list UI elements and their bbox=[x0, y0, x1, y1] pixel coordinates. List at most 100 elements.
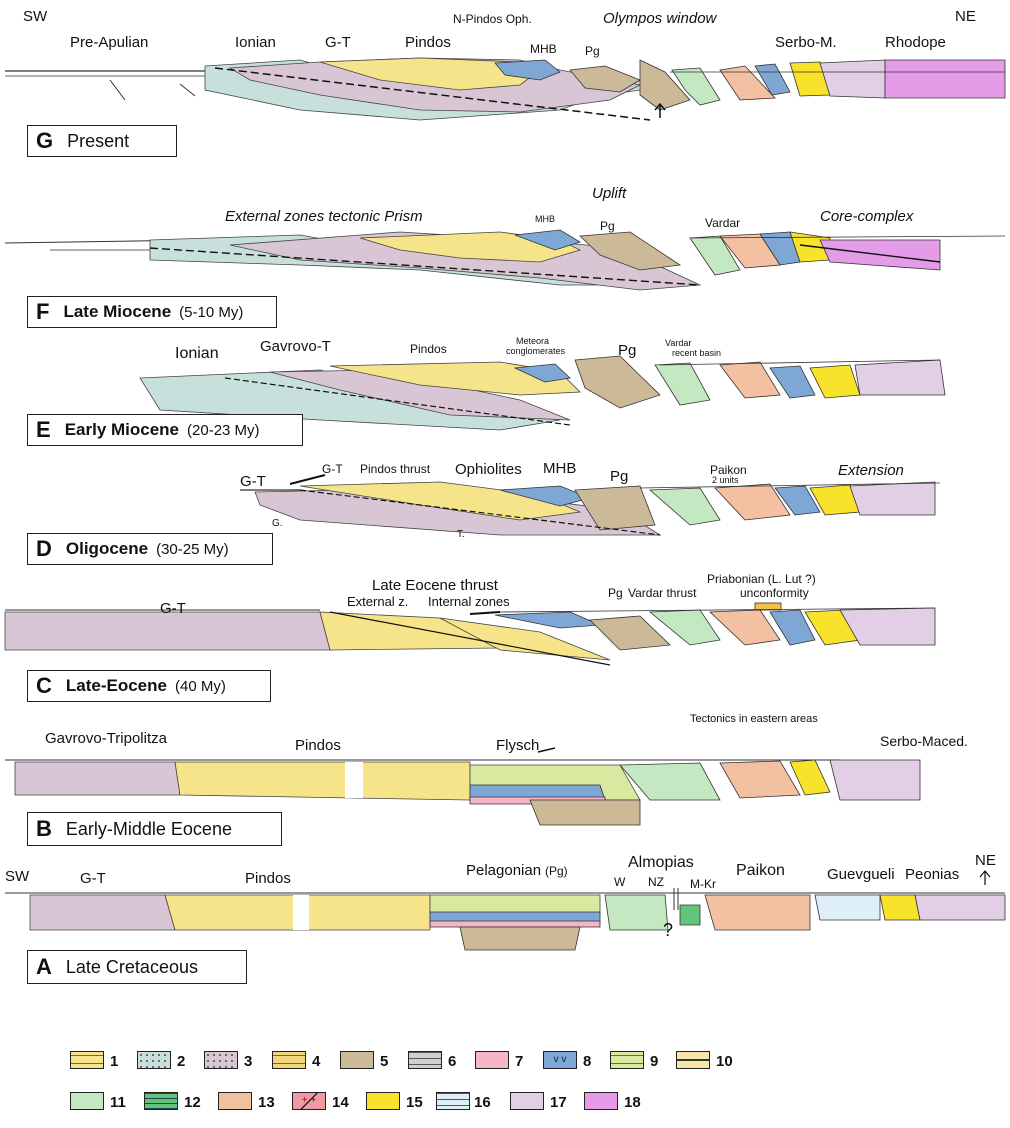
label-uplift: Uplift bbox=[592, 185, 627, 202]
panel-age: (30-25 My) bbox=[156, 540, 229, 558]
panel-age: (40 My) bbox=[174, 677, 226, 695]
label-pindos-b: Pindos bbox=[295, 737, 341, 754]
label-serbo-maced: Serbo-Maced. bbox=[880, 733, 968, 749]
label-serbo-m: Serbo-M. bbox=[775, 34, 837, 51]
panel-title-d: D Oligocene (30-25 My) bbox=[27, 533, 273, 565]
panel-title-e: E Early Miocene (20-23 My) bbox=[27, 414, 303, 446]
legend-num: 12 bbox=[184, 1094, 201, 1111]
label-external-zones-prism: External zones tectonic Prism bbox=[225, 208, 423, 225]
panel-name: Present bbox=[67, 130, 130, 151]
panel-name: Late Cretaceous bbox=[65, 956, 198, 977]
label-vardar-thrust: Vardar thrust bbox=[628, 586, 697, 600]
label-pindos-a: Pindos bbox=[245, 870, 291, 887]
legend-swatch-mixed-icon bbox=[610, 1051, 644, 1069]
legend-swatch-plain-icon bbox=[218, 1092, 252, 1110]
label-pg: Pg bbox=[585, 44, 600, 58]
panel-title-c: C Late-Eocene (40 My) bbox=[27, 670, 271, 702]
panel-name: Late Miocene bbox=[63, 302, 172, 321]
label-g-t-a: G-T bbox=[80, 870, 106, 887]
section-b bbox=[5, 747, 921, 826]
label-mhb: MHB bbox=[530, 42, 557, 56]
label-gavrovo-t: Gavrovo-T bbox=[260, 338, 331, 355]
label-nz: NZ bbox=[648, 875, 664, 889]
label-unconformity: unconformity bbox=[740, 586, 809, 600]
label-pg-d: Pg bbox=[610, 468, 629, 485]
legend-num: 14 bbox=[332, 1094, 349, 1111]
panel-age: (20-23 My) bbox=[187, 421, 260, 439]
legend-swatch-dotted-icon bbox=[137, 1051, 171, 1069]
legend-swatch-wavy-icon bbox=[144, 1092, 178, 1110]
label-m-kr: M-Kr bbox=[690, 877, 716, 891]
section-a bbox=[5, 870, 1006, 951]
label-g-t: G-T bbox=[325, 34, 351, 51]
legend-swatch-plain-icon bbox=[475, 1051, 509, 1069]
panel-name: Late-Eocene bbox=[65, 676, 167, 695]
panel-name: Early Miocene bbox=[64, 420, 180, 439]
label-recent-basin: recent basin bbox=[672, 348, 722, 358]
legend-num: 15 bbox=[406, 1094, 423, 1111]
compass-sw-label: SW bbox=[23, 8, 48, 25]
label-pg-c: Pg bbox=[608, 586, 623, 600]
label-meteora: Meteora bbox=[516, 336, 550, 346]
label-g-t-c: G-T bbox=[160, 600, 186, 617]
label-g-t-d2: G-T bbox=[322, 462, 343, 476]
panel-title-a: A Late Cretaceous bbox=[27, 950, 247, 984]
panel-letter: A bbox=[36, 954, 52, 979]
label-vardar-e: Vardar bbox=[665, 338, 692, 348]
legend-num: 9 bbox=[650, 1053, 659, 1070]
label-mhb-f: MHB bbox=[535, 214, 555, 224]
legend-num: 2 bbox=[177, 1053, 186, 1070]
panel-age: (5-10 My) bbox=[179, 303, 244, 321]
section-d bbox=[240, 474, 941, 536]
legend-swatch-plain-icon bbox=[70, 1092, 104, 1110]
section-c bbox=[4, 602, 936, 666]
panel-title-f: F Late Miocene (5-10 My) bbox=[27, 296, 277, 328]
legend-num: 8 bbox=[583, 1053, 592, 1070]
label-2-units: 2 units bbox=[712, 475, 739, 485]
legend-num: 11 bbox=[110, 1094, 126, 1111]
label-late-eocene-thrust: Late Eocene thrust bbox=[372, 577, 498, 594]
label-w: W bbox=[614, 875, 626, 889]
label-external-z: External z. bbox=[347, 594, 409, 609]
label-pg-a: (Pg) bbox=[545, 864, 568, 878]
legend-num: 3 bbox=[244, 1053, 253, 1070]
label-tectonics-eastern: Tectonics in eastern areas bbox=[690, 713, 818, 725]
label-pelagonian: Pelagonian bbox=[466, 862, 542, 879]
legend-num: 13 bbox=[258, 1094, 275, 1111]
label-almopias: Almopias bbox=[628, 854, 694, 871]
label-pg-f: Pg bbox=[600, 219, 615, 233]
legend-num: 7 bbox=[515, 1053, 524, 1070]
panel-letter: D bbox=[36, 536, 52, 561]
label-internal-zones: Internal zones bbox=[428, 594, 510, 609]
legend-num: 5 bbox=[380, 1053, 389, 1070]
legend-swatch-limestone-icon bbox=[408, 1051, 442, 1069]
panel-letter: C bbox=[36, 673, 52, 698]
label-paikon-d: Paikon bbox=[710, 463, 747, 477]
label-t-dot: T. bbox=[457, 529, 465, 540]
legend-num: 16 bbox=[474, 1094, 491, 1111]
label-pre-apulian: Pre-Apulian bbox=[70, 34, 149, 51]
label-ionian: Ionian bbox=[235, 34, 276, 51]
label-peonias: Peonias bbox=[905, 866, 960, 883]
legend-num: 1 bbox=[110, 1053, 119, 1070]
label-n-pindos-oph: N-Pindos Oph. bbox=[453, 12, 532, 26]
legend-swatch-brick-icon bbox=[436, 1092, 470, 1110]
legend-swatch-thin-beds-icon bbox=[676, 1051, 710, 1069]
label-pindos-thrust: Pindos thrust bbox=[360, 462, 431, 476]
panel-letter: F bbox=[36, 299, 50, 324]
panel-letter: B bbox=[36, 816, 52, 841]
label-vardar-f: Vardar bbox=[705, 216, 741, 230]
legend-num: 4 bbox=[312, 1053, 321, 1070]
legend-num: 10 bbox=[716, 1053, 733, 1070]
label-core-complex: Core-complex bbox=[820, 208, 914, 225]
legend-swatch-flysch-icon bbox=[272, 1051, 306, 1069]
legend-swatch-sandstone-icon bbox=[70, 1051, 104, 1069]
section-f bbox=[4, 229, 1006, 291]
compass-ne-label: NE bbox=[955, 8, 976, 25]
label-pindos-e: Pindos bbox=[410, 342, 447, 356]
legend-swatch-volcanic-icon: v v bbox=[543, 1051, 577, 1069]
label-pindos: Pindos bbox=[405, 34, 451, 51]
legend-swatch-granite-icon: + + bbox=[292, 1092, 326, 1110]
label-paikon-a: Paikon bbox=[736, 862, 785, 879]
